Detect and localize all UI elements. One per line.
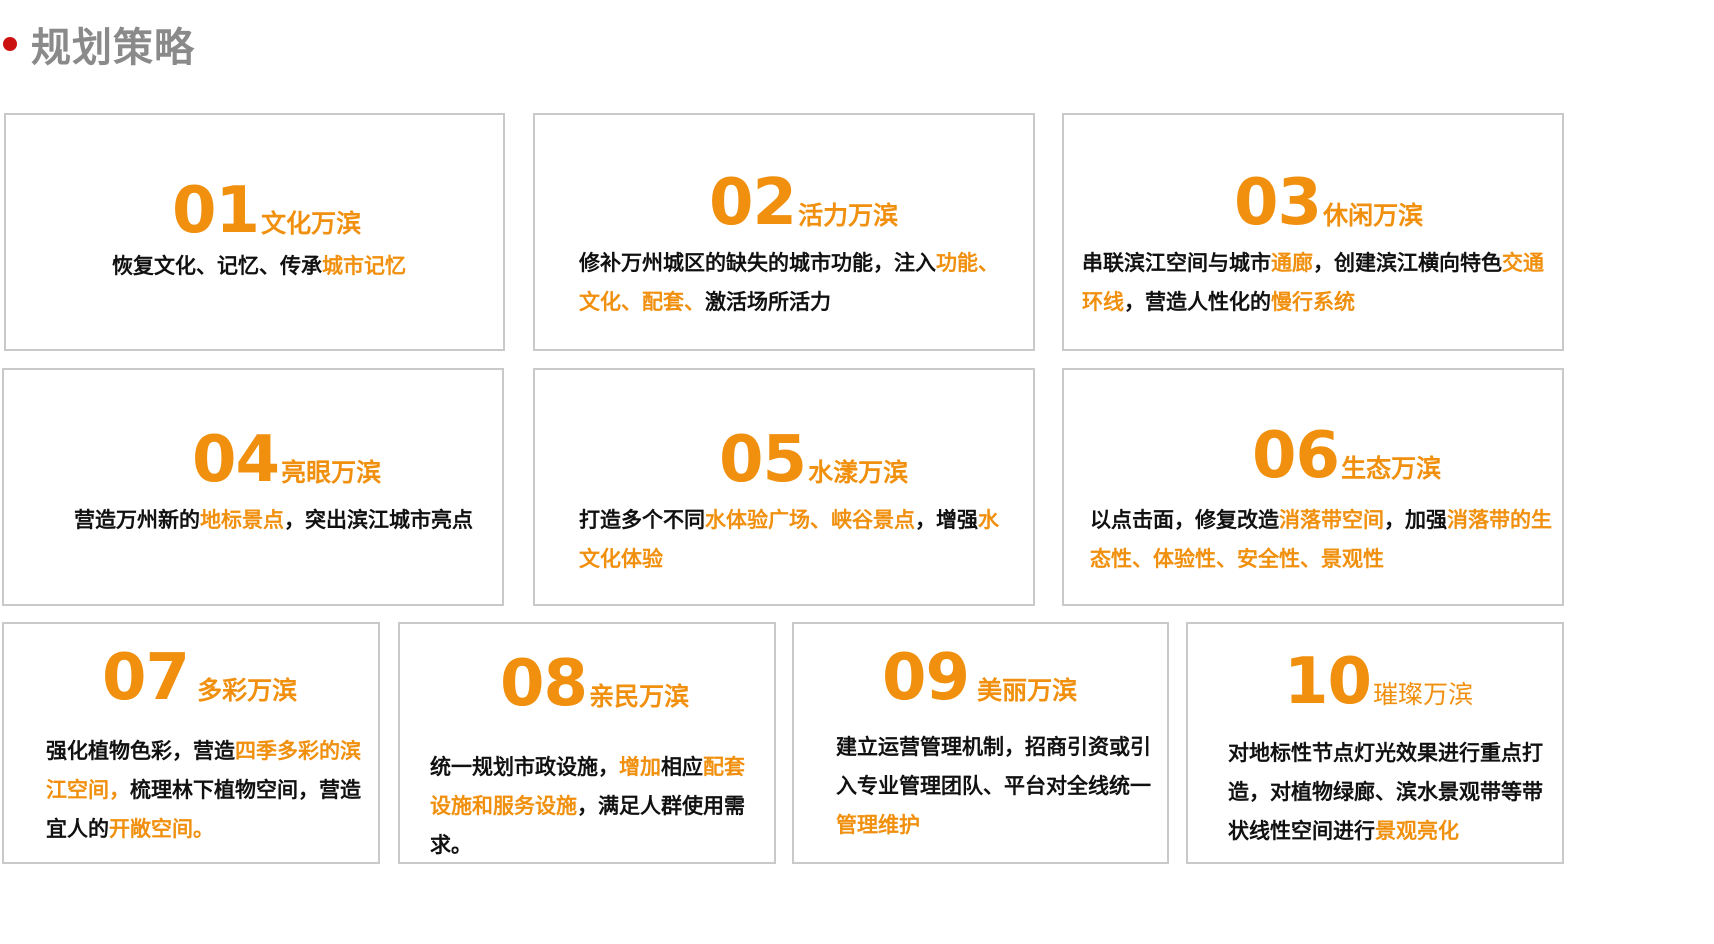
description-text: 营造万州新的 [74,508,200,532]
strategy-card-06: 06 生态万滨 以点击面，修复改造消落带空间，加强消落带的生态性、体验性、安全性… [1062,368,1564,606]
card-number: 03 [1234,166,1322,240]
description-text: ，突出滨江城市亮点 [284,508,473,532]
card-number: 06 [1252,419,1340,493]
card-description: 统一规划市政设施，增加相应配套设施和服务设施，满足人群使用需求。 [430,748,760,865]
card-name: 水漾万滨 [808,458,909,487]
highlight-text: 水文化体验 [579,508,999,571]
card-description: 串联滨江空间与城市通廊，创建滨江横向特色交通环线，营造人性化的慢行系统 [1082,244,1552,322]
card-description: 建立运营管理机制，招商引资或引入专业管理团队、平台对全线统一管理维护 [836,728,1151,845]
description-text: 串联滨江空间与城市 [1082,251,1271,275]
description-text: 修补万州城区的缺失的城市功能，注入 [579,251,936,275]
description-text: ，营造人性化的 [1124,290,1271,314]
card-name: 亲民万滨 [589,682,690,711]
card-name: 活力万滨 [798,201,899,230]
highlight-text: 慢行系统 [1271,290,1355,314]
card-heading: 02 活力万滨 [709,171,898,235]
card-heading: 09 美丽万滨 [882,646,1077,710]
description-text: 统一规划市政设施， [430,755,619,779]
card-name: 休闲万滨 [1323,201,1424,230]
highlight-text: 通廊 [1271,251,1313,275]
highlight-text: 水体验广场、峡谷景点 [705,508,915,532]
card-description: 强化植物色彩，营造四季多彩的滨江空间，梳理林下植物空间，营造宜人的开敞空间。 [46,732,361,849]
strategy-card-10: 10 璀璨万滨 对地标性节点灯光效果进行重点打造，对植物绿廊、滨水景观带等带状线… [1186,622,1564,864]
description-text: ，增强 [915,508,978,532]
description-text: 打造多个不同 [579,508,705,532]
highlight-text: 城市记忆 [322,254,406,278]
card-name: 文化万滨 [261,209,362,238]
card-name: 多彩万滨 [197,676,298,705]
card-number: 10 [1284,645,1372,719]
strategy-card-07: 07 多彩万滨 强化植物色彩，营造四季多彩的滨江空间，梳理林下植物空间，营造宜人… [2,622,380,864]
card-description: 打造多个不同水体验广场、峡谷景点，增强水文化体验 [579,501,1009,579]
card-number: 05 [719,423,807,497]
highlight-text: 消落带的生态性、体验性、安全性、景观性 [1090,508,1552,571]
strategy-card-01: 01 文化万滨 恢复文化、记忆、传承城市记忆 [4,113,505,351]
card-heading: 03 休闲万滨 [1234,171,1423,235]
highlight-text: 消落带空间 [1279,508,1384,532]
description-text: 梳理林下植物空间，营造宜人的 [46,778,361,841]
card-heading: 04 亮眼万滨 [192,428,381,492]
page-header: 规划策略 [0,14,195,74]
highlight-text: 增加 [619,755,661,779]
card-description: 恢复文化、记忆、传承城市记忆 [112,247,442,286]
card-description: 以点击面，修复改造消落带空间，加强消落带的生态性、体验性、安全性、景观性 [1090,501,1556,579]
card-name: 生态万滨 [1341,454,1442,483]
card-number: 02 [709,166,797,240]
card-number: 08 [500,647,588,721]
highlight-text: 地标景点 [200,508,284,532]
card-heading: 08 亲民万滨 [500,652,689,716]
card-description: 营造万州新的地标景点，突出滨江城市亮点 [74,501,474,540]
card-number: 09 [882,641,970,715]
highlight-text: 配套设施和服务设施 [430,755,745,818]
strategy-card-04: 04 亮眼万滨 营造万州新的地标景点，突出滨江城市亮点 [2,368,504,606]
highlight-text: 功能、文化、配套、 [579,251,999,314]
strategy-card-03: 03 休闲万滨 串联滨江空间与城市通廊，创建滨江横向特色交通环线，营造人性化的慢… [1062,113,1564,351]
card-heading: 07 多彩万滨 [102,646,297,710]
highlight-text: 四季多彩的滨江空间， [46,739,361,802]
card-heading: 10 璀璨万滨 [1284,650,1473,714]
highlight-text: 交通环线 [1082,251,1544,314]
description-text: 恢复文化、记忆、传承 [112,254,322,278]
strategy-card-05: 05 水漾万滨 打造多个不同水体验广场、峡谷景点，增强水文化体验 [533,368,1035,606]
card-number: 01 [172,174,260,248]
card-name: 璀璨万滨 [1373,680,1474,709]
bullet-icon [3,37,17,51]
page-title: 规划策略 [31,25,195,71]
description-text: ，加强 [1384,508,1447,532]
highlight-text: 景观亮化 [1375,819,1459,843]
card-name: 美丽万滨 [977,676,1078,705]
card-number: 07 [102,641,190,715]
description-text: 激活场所活力 [705,290,831,314]
card-heading: 01 文化万滨 [172,179,361,243]
description-text: 相应 [661,755,703,779]
description-text: ，创建滨江横向特色 [1313,251,1502,275]
strategy-card-08: 08 亲民万滨 统一规划市政设施，增加相应配套设施和服务设施，满足人群使用需求。 [398,622,776,864]
strategy-card-09: 09 美丽万滨 建立运营管理机制，招商引资或引入专业管理团队、平台对全线统一管理… [792,622,1169,864]
description-text: 对地标性节点灯光效果进行重点打造，对植物绿廊、滨水景观带等带状线性空间进行 [1228,741,1543,843]
highlight-text: 管理维护 [836,813,920,837]
card-description: 修补万州城区的缺失的城市功能，注入功能、文化、配套、激活场所活力 [579,244,1009,322]
card-number: 04 [192,423,280,497]
card-heading: 06 生态万滨 [1252,424,1441,488]
description-text: 强化植物色彩，营造 [46,739,235,763]
description-text: ，满足人群使用需求。 [430,794,745,857]
card-heading: 05 水漾万滨 [719,428,908,492]
card-description: 对地标性节点灯光效果进行重点打造，对植物绿廊、滨水景观带等带状线性空间进行景观亮… [1228,734,1543,851]
card-name: 亮眼万滨 [281,458,382,487]
description-text: 建立运营管理机制，招商引资或引入专业管理团队、平台对全线统一 [836,735,1151,798]
highlight-text: 开敞空间。 [109,817,214,841]
description-text: 以点击面，修复改造 [1090,508,1279,532]
strategy-card-02: 02 活力万滨 修补万州城区的缺失的城市功能，注入功能、文化、配套、激活场所活力 [533,113,1035,351]
